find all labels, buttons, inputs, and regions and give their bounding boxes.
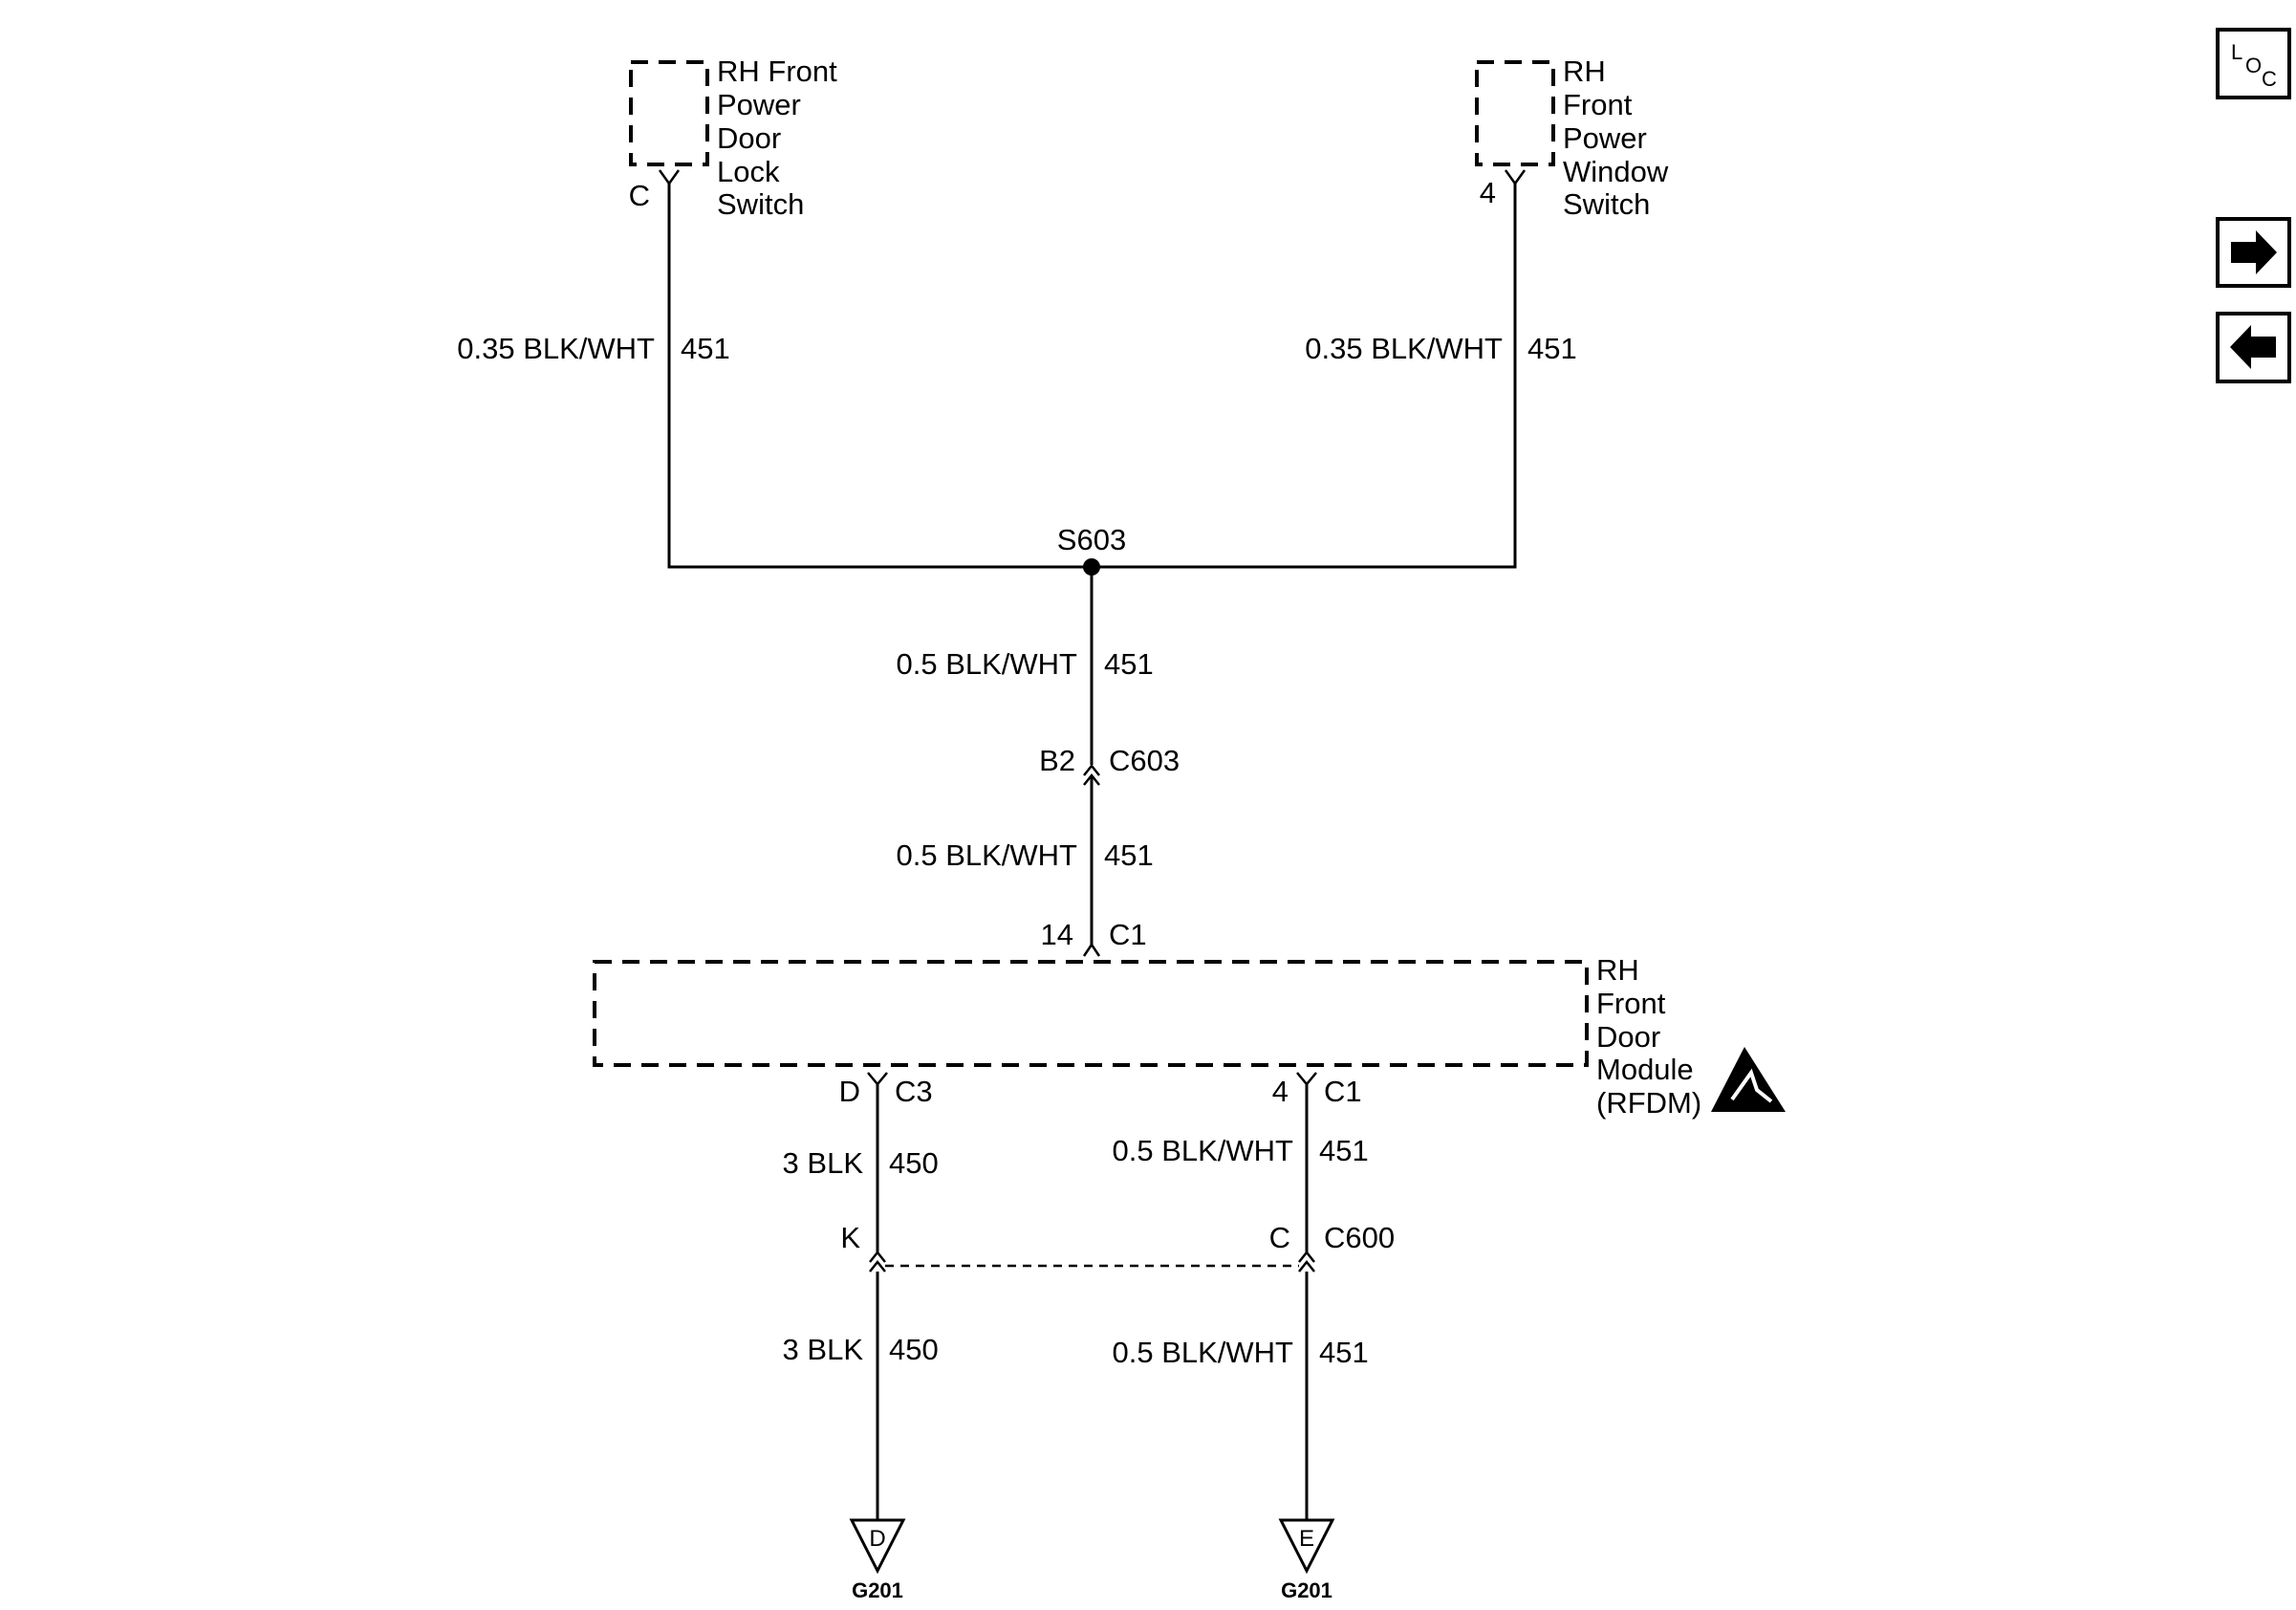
- module-c3-pin: D: [839, 1075, 860, 1108]
- ground-d-name: G201: [852, 1578, 903, 1602]
- location-view-glyph-c: C: [2262, 67, 2277, 91]
- module-c3-name: C3: [895, 1075, 933, 1108]
- arrow-left-icon: [2230, 325, 2276, 369]
- c600-left-connector-upper: [869, 1250, 886, 1263]
- window-switch-pin: 4: [1480, 176, 1496, 209]
- door-lock-switch-label-3: Door: [717, 121, 781, 155]
- wire-c603-module-color: 0.5 BLK/WHT: [897, 838, 1078, 872]
- c600-left-pin: K: [840, 1221, 860, 1254]
- wire-c600-g201-e-color: 0.5 BLK/WHT: [1113, 1336, 1294, 1369]
- door-module-rfdm[interactable]: RH Front Door Module (RFDM): [593, 953, 1701, 1120]
- ground-d-letter: D: [869, 1526, 885, 1552]
- wire-c600-g201-d-circuit: 450: [889, 1333, 939, 1366]
- arrow-right-icon: [2231, 230, 2277, 274]
- window-switch-connector: [1504, 169, 1527, 186]
- ground-g201-d[interactable]: D G201: [849, 1518, 906, 1602]
- lock-switch-wire-color: 0.35 BLK/WHT: [457, 332, 655, 365]
- c603-name: C603: [1109, 744, 1180, 777]
- lock-switch-wire-circuit: 451: [681, 332, 730, 365]
- wire-c600-g201-e-circuit: 451: [1319, 1336, 1369, 1369]
- ground-e-letter: E: [1299, 1526, 1314, 1552]
- c600-name: C600: [1324, 1221, 1395, 1254]
- door-lock-switch-label-4: Lock: [717, 155, 780, 188]
- module-connector-c1-top[interactable]: 14 C1: [1041, 918, 1147, 957]
- location-view-glyph-l: L: [2231, 40, 2242, 64]
- module-c1-bottom-connector: [1296, 1072, 1317, 1086]
- window-switch-label-5: Switch: [1563, 187, 1650, 221]
- module-c1-bottom-name: C1: [1324, 1075, 1362, 1108]
- wire-c600-g201-d-color: 3 BLK: [783, 1333, 864, 1366]
- window-switch-wire-circuit: 451: [1527, 332, 1577, 365]
- door-lock-switch-connector: [658, 169, 681, 186]
- location-view-icon: [2216, 28, 2291, 99]
- splice-wires: [667, 184, 1517, 569]
- module-c1-top-pin: 14: [1041, 918, 1073, 951]
- door-lock-switch-label-2: Power: [717, 88, 801, 121]
- back-button[interactable]: [2216, 312, 2291, 383]
- ground-d-symbol: [849, 1518, 906, 1575]
- module-c1-top-name: C1: [1109, 918, 1147, 951]
- window-switch-outline: [1475, 60, 1555, 166]
- module-connector-c1-bottom[interactable]: 4 C1: [1272, 1072, 1362, 1108]
- door-module-label-3: Door: [1596, 1020, 1660, 1054]
- window-switch-label-1: RH: [1563, 54, 1606, 88]
- module-connector-c3[interactable]: D C3: [839, 1072, 933, 1108]
- door-lock-switch-pin: C: [629, 179, 650, 212]
- window-switch-label-4: Window: [1563, 155, 1669, 188]
- connector-c603[interactable]: B2 C603: [1039, 744, 1180, 786]
- door-lock-switch-outline: [629, 60, 709, 166]
- splice-s603-label: S603: [1057, 523, 1126, 556]
- ground-e-symbol: [1278, 1518, 1335, 1575]
- forward-button-frame: [2216, 217, 2291, 288]
- wire-c3-c600-circuit: 450: [889, 1146, 939, 1180]
- window-switch[interactable]: RH Front Power Window Switch 4: [1475, 54, 1669, 221]
- connector-c600[interactable]: K C C600: [840, 1221, 1395, 1273]
- module-c3-connector: [867, 1072, 888, 1086]
- forward-button[interactable]: [2216, 217, 2291, 288]
- c603-connector-upper: [1083, 763, 1100, 776]
- module-c1-top-connector: [1082, 942, 1101, 957]
- wire-c3-c600-color: 3 BLK: [783, 1146, 864, 1180]
- c603-pin: B2: [1039, 744, 1075, 777]
- door-module-label-5: (RFDM): [1596, 1086, 1701, 1120]
- wire-splice-c603-circuit: 451: [1104, 647, 1154, 681]
- door-lock-switch-label-1: RH Front: [717, 54, 837, 88]
- c600-right-pin: C: [1269, 1221, 1290, 1254]
- window-switch-label-3: Power: [1563, 121, 1647, 155]
- esd-warning-icon: [1711, 1047, 1786, 1112]
- wire-splice-c603-color: 0.5 BLK/WHT: [897, 647, 1078, 681]
- window-switch-wire-color: 0.35 BLK/WHT: [1305, 332, 1503, 365]
- door-lock-switch-label-5: Switch: [717, 187, 804, 221]
- location-view-glyph-o: O: [2245, 54, 2262, 77]
- ground-g201-e[interactable]: E G201: [1278, 1518, 1335, 1602]
- door-lock-switch[interactable]: RH Front Power Door Lock Switch C: [629, 54, 838, 221]
- wire-c603-module-circuit: 451: [1104, 838, 1154, 872]
- wire-c1-c600-color: 0.5 BLK/WHT: [1113, 1134, 1294, 1167]
- door-module-label-1: RH: [1596, 953, 1639, 987]
- c600-right-connector-lower: [1298, 1259, 1315, 1273]
- door-module-label-4: Module: [1596, 1053, 1694, 1086]
- door-module-outline: [593, 960, 1589, 1067]
- door-module-label-2: Front: [1596, 987, 1666, 1020]
- c600-left-connector-lower: [869, 1259, 886, 1273]
- ground-e-name: G201: [1281, 1578, 1332, 1602]
- module-c1-bottom-pin: 4: [1272, 1075, 1289, 1108]
- wire-c1-c600-circuit: 451: [1319, 1134, 1369, 1167]
- back-button-frame: [2216, 312, 2291, 383]
- location-view-button[interactable]: L O C: [2216, 28, 2291, 99]
- window-switch-label-2: Front: [1563, 88, 1633, 121]
- c600-right-connector-upper: [1298, 1250, 1315, 1263]
